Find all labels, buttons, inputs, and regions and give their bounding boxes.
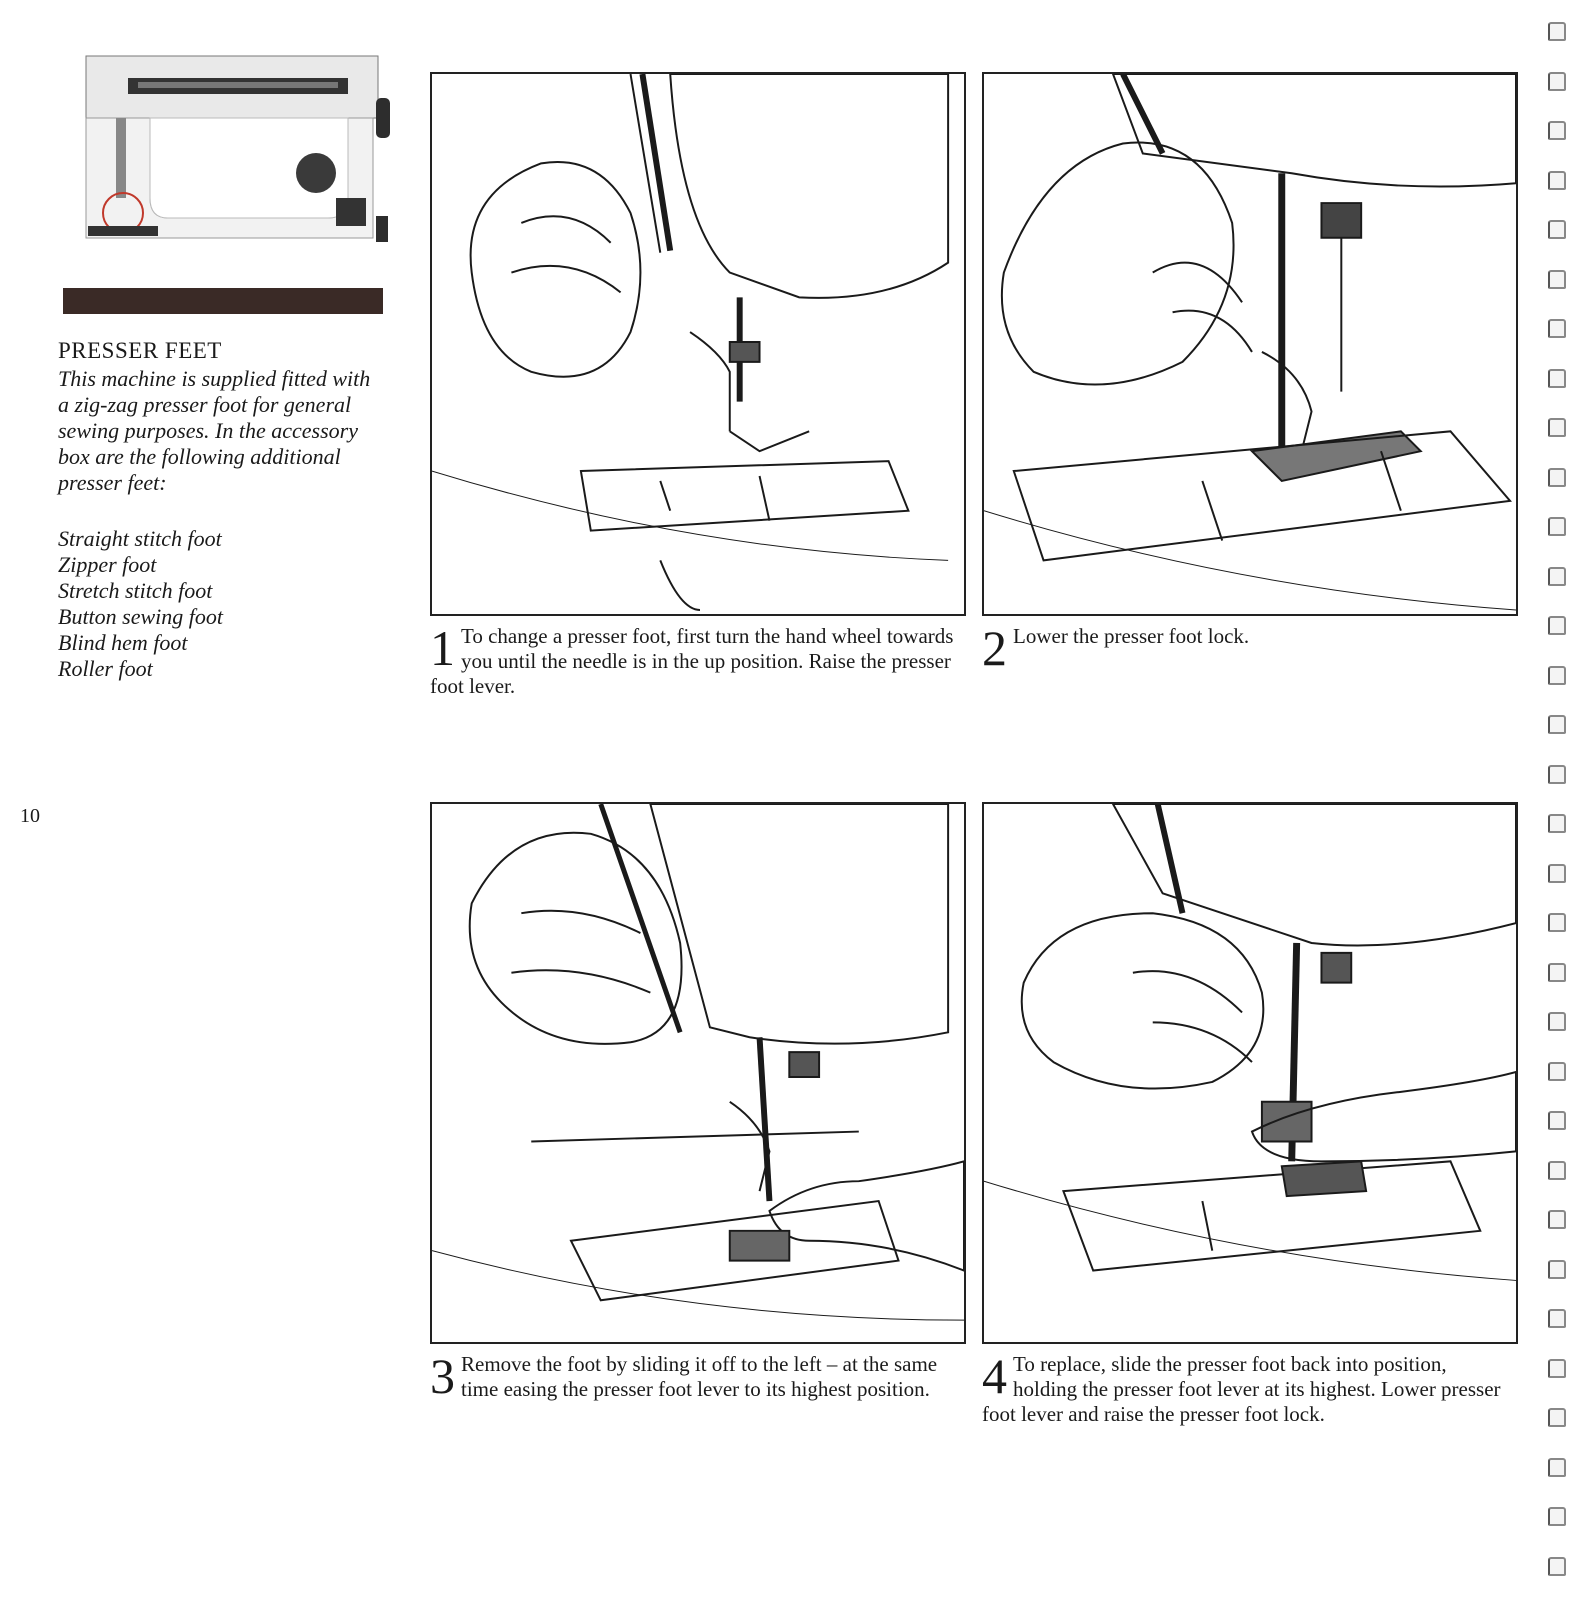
binding-hole (1548, 863, 1566, 883)
binding-hole (1548, 665, 1566, 685)
binding-hole (1548, 71, 1566, 91)
binding-hole (1548, 517, 1566, 536)
presser-feet-list: Straight stitch foot Zipper foot Stretch… (58, 526, 378, 682)
binding-hole (1548, 269, 1566, 289)
step-1-caption: 1 To change a presser foot, first turn t… (430, 620, 962, 699)
binding-hole (1548, 1111, 1566, 1130)
binding-hole (1548, 566, 1566, 586)
step-text: To replace, slide the presser foot back … (982, 1352, 1501, 1426)
section-intro: This machine is supplied fitted with a z… (58, 366, 371, 495)
section-title: PRESSER FEET (58, 338, 222, 363)
spiral-binding (1548, 22, 1572, 1592)
binding-hole (1548, 715, 1566, 734)
step-2-caption: 2 Lower the presser foot lock. (982, 620, 1514, 676)
page-number: 10 (20, 805, 40, 827)
binding-hole (1548, 1061, 1566, 1081)
binding-hole (1548, 1210, 1566, 1229)
binding-hole (1548, 764, 1566, 784)
step-text: To change a presser foot, first turn the… (430, 624, 954, 698)
list-item: Stretch stitch foot (58, 578, 213, 603)
binding-hole (1548, 1556, 1566, 1576)
list-item: Straight stitch foot (58, 526, 222, 551)
binding-hole (1548, 121, 1566, 140)
binding-hole (1548, 368, 1566, 388)
binding-hole (1548, 1160, 1566, 1180)
binding-hole (1548, 1358, 1566, 1378)
binding-hole (1548, 467, 1566, 487)
list-item: Roller foot (58, 656, 153, 681)
list-item: Blind hem foot (58, 630, 188, 655)
step-4-illustration (982, 802, 1518, 1344)
binding-hole (1548, 418, 1566, 437)
binding-hole (1548, 1309, 1566, 1328)
binding-hole (1548, 1457, 1566, 1477)
binding-hole (1548, 616, 1566, 635)
binding-hole (1548, 220, 1566, 239)
binding-hole (1548, 814, 1566, 833)
step-2-illustration (982, 72, 1518, 616)
step-number: 4 (982, 1348, 1007, 1404)
list-item: Button sewing foot (58, 604, 223, 629)
binding-hole (1548, 1012, 1566, 1031)
list-item: Zipper foot (58, 552, 157, 577)
binding-hole (1548, 1507, 1566, 1526)
step-text: Remove the foot by sliding it off to the… (461, 1352, 938, 1401)
step-3-caption: 3 Remove the foot by sliding it off to t… (430, 1348, 962, 1404)
step-1-illustration (430, 72, 966, 616)
binding-hole (1548, 962, 1566, 982)
step-number: 1 (430, 620, 455, 676)
presser-feet-section: PRESSER FEET This machine is supplied fi… (58, 338, 378, 682)
step-4-caption: 4 To replace, slide the presser foot bac… (982, 1348, 1514, 1427)
binding-hole (1548, 319, 1566, 338)
step-number: 2 (982, 620, 1007, 676)
binding-hole (1548, 913, 1566, 932)
binding-hole (1548, 22, 1566, 41)
step-3-illustration (430, 802, 966, 1344)
sewing-machine-photo (58, 48, 403, 326)
binding-hole (1548, 1259, 1566, 1279)
binding-hole (1548, 170, 1566, 190)
step-text: Lower the presser foot lock. (1013, 624, 1250, 648)
binding-hole (1548, 1408, 1566, 1427)
step-number: 3 (430, 1348, 455, 1404)
